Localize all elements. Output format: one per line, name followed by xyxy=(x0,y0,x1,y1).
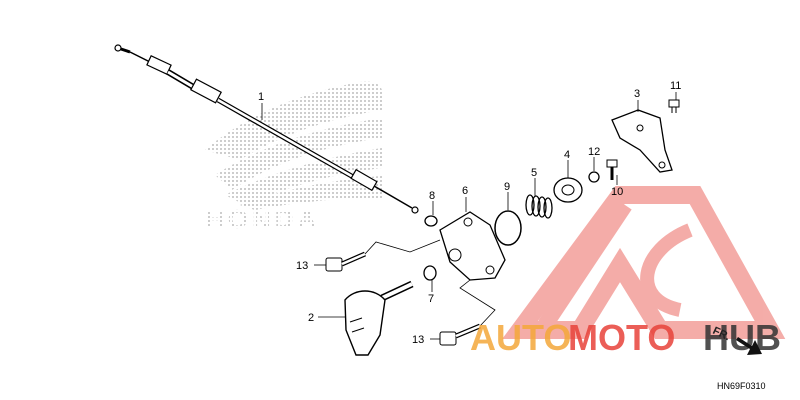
watermark-triangle xyxy=(502,186,786,339)
part-1-cable xyxy=(114,44,419,214)
part-8-ring xyxy=(424,215,438,227)
part-11-bolt xyxy=(668,99,680,113)
callout-7: 7 xyxy=(428,293,434,305)
callout-11: 11 xyxy=(670,80,681,92)
part-13-bolt-upper xyxy=(325,251,366,272)
callout-3: 3 xyxy=(634,88,640,100)
callout-13-upper: 13 xyxy=(296,260,308,272)
honda-wing-logo: HONDA xyxy=(205,81,382,234)
part-4-pulley xyxy=(553,177,583,203)
callout-12: 12 xyxy=(588,146,600,158)
diagram-code: HN69F0310 xyxy=(717,381,766,391)
front-arrow-icon xyxy=(736,337,762,355)
part-6-housing xyxy=(439,211,506,281)
callout-4: 4 xyxy=(564,149,570,161)
callout-9: 9 xyxy=(504,181,510,193)
callout-10: 10 xyxy=(611,186,623,198)
callout-2: 2 xyxy=(308,312,314,324)
part-12-washer xyxy=(588,171,600,183)
part-3-bracket xyxy=(611,109,673,173)
watermark-hub: HUB xyxy=(703,317,781,358)
watermark-text: AUTO MOTO HUB xyxy=(470,317,781,358)
honda-logo-text: HONDA xyxy=(205,204,320,234)
leader-lines xyxy=(261,92,677,340)
callout-6: 6 xyxy=(462,185,468,197)
watermark-auto: AUTO xyxy=(470,317,571,358)
part-13-bolt-lower xyxy=(439,323,481,346)
callout-5: 5 xyxy=(531,167,537,179)
part-5-spring xyxy=(525,194,553,219)
part-2-lever xyxy=(344,280,414,356)
callout-13-lower: 13 xyxy=(412,334,424,346)
part-7-washer xyxy=(423,265,437,281)
callout-1: 1 xyxy=(258,91,264,103)
part-9-o-ring xyxy=(494,210,522,246)
watermark-moto: MOTO xyxy=(568,317,675,358)
callout-8: 8 xyxy=(429,190,435,202)
part-10-screw xyxy=(606,159,618,180)
assembly-lines xyxy=(364,239,496,327)
